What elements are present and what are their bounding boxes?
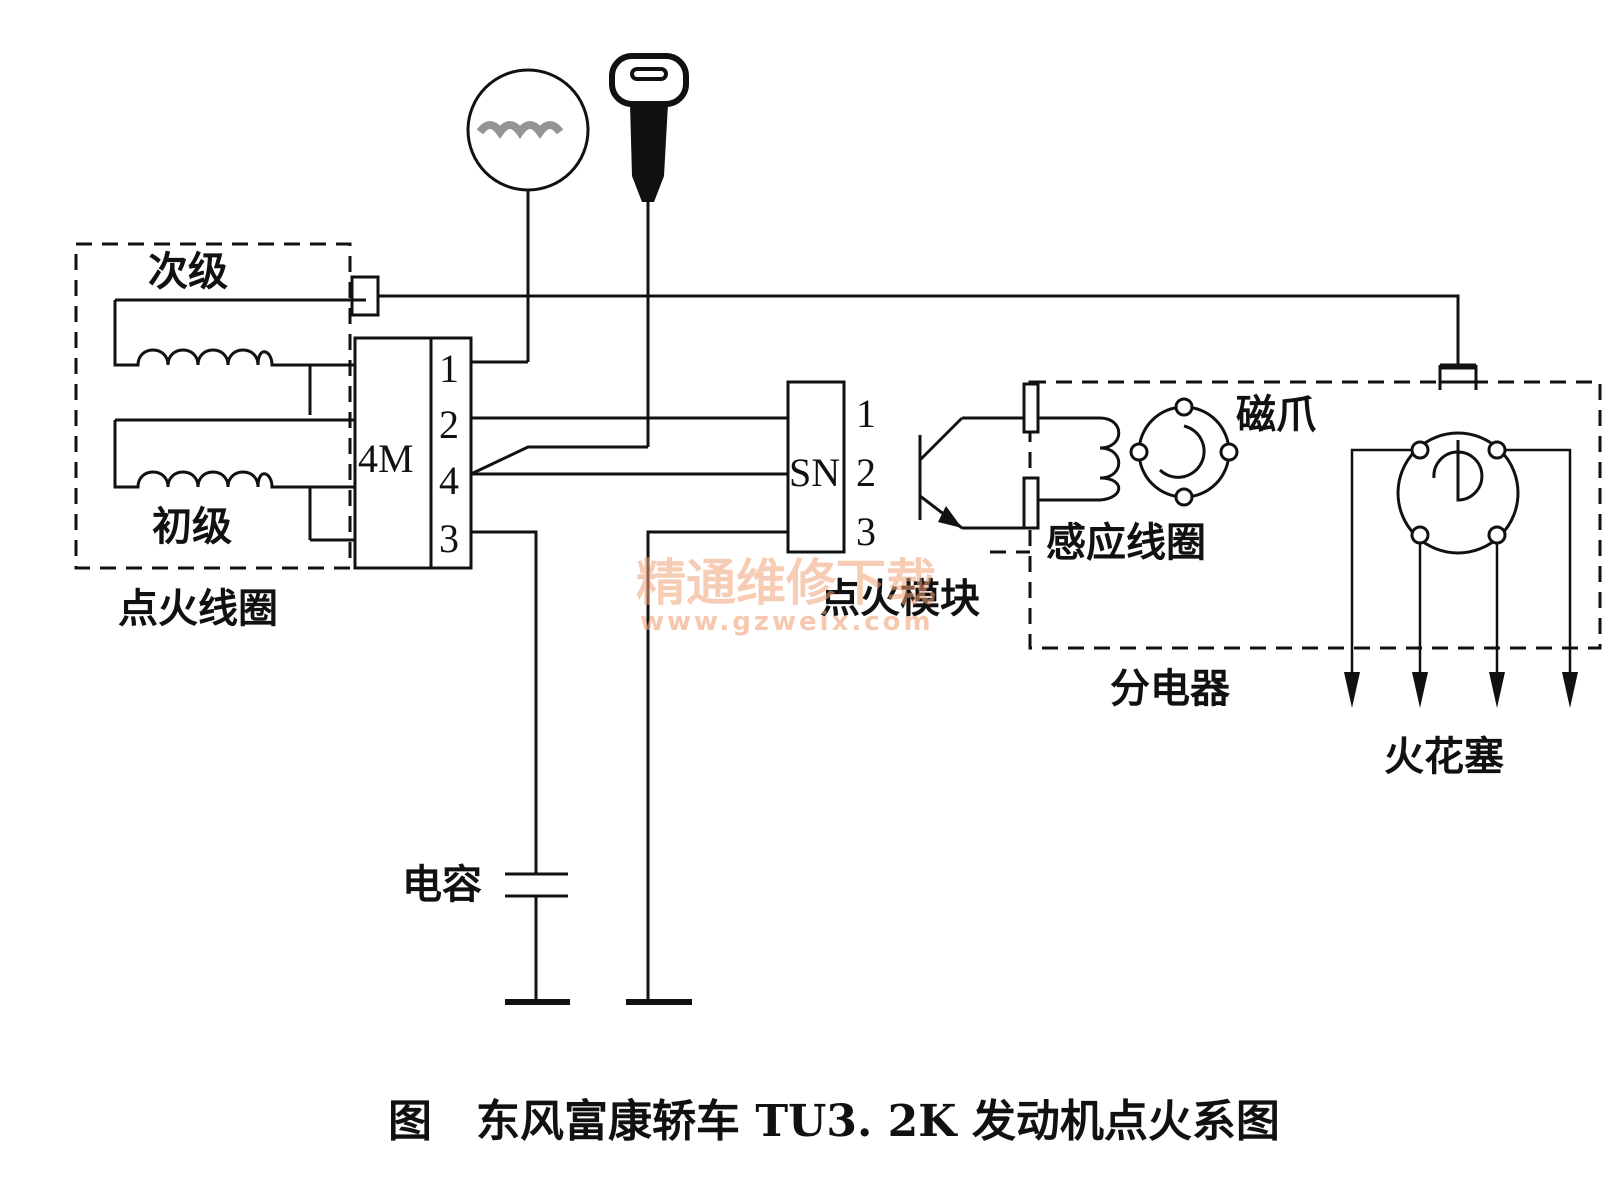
secondary-winding bbox=[113, 300, 312, 415]
wiring bbox=[378, 294, 1460, 1000]
coil-pin-2: 2 bbox=[439, 402, 459, 447]
watermark-text: 精通维修下载 bbox=[636, 554, 936, 612]
primary-label: 初级 bbox=[152, 503, 232, 550]
module-sn-label: SN bbox=[789, 450, 840, 495]
ignition-coil: 4M 1 2 4 3 次级 初级 点火线圈 bbox=[74, 242, 473, 632]
ignition-module: SN 1 2 3 点火模块 bbox=[786, 380, 1030, 622]
watermark: 精通维修下载 www.gzweix.com bbox=[636, 554, 936, 637]
primary-winding bbox=[113, 420, 312, 540]
coil-pin-4: 4 bbox=[439, 458, 459, 503]
spark-plug-leads bbox=[1344, 448, 1578, 708]
coil-pin-3: 3 bbox=[439, 516, 459, 561]
pickup-coil bbox=[1038, 416, 1121, 502]
coil-pin-block bbox=[429, 336, 473, 570]
module-pin-3: 3 bbox=[856, 509, 876, 554]
module-pin-1: 1 bbox=[856, 391, 876, 436]
ignition-coil-label: 点火线圈 bbox=[118, 585, 278, 632]
ignition-coil-housing bbox=[74, 242, 352, 570]
capacitor-label: 电容 bbox=[402, 861, 482, 908]
watermark-url: www.gzweix.com bbox=[640, 607, 934, 637]
transistor-symbol bbox=[918, 416, 964, 530]
distributor: 磁爪 感应线圈 分电器 火花塞 bbox=[1022, 363, 1602, 780]
module-sn-block bbox=[786, 380, 846, 554]
coil-4m-label: 4M bbox=[358, 436, 414, 481]
distributor-cap bbox=[1396, 431, 1520, 555]
ignition-key-icon bbox=[609, 53, 689, 447]
hv-terminal bbox=[350, 275, 380, 317]
module-pin-2: 2 bbox=[856, 450, 876, 495]
magnet-rotor bbox=[1129, 397, 1239, 507]
distributor-label: 分电器 bbox=[1110, 665, 1231, 712]
spark-plug-label: 火花塞 bbox=[1384, 733, 1504, 780]
pickup-coil-label: 感应线圈 bbox=[1046, 519, 1206, 566]
coil-pin-1: 1 bbox=[439, 346, 459, 391]
figure-caption: 图 东风富康轿车 TU3. 2K 发动机点火系图 bbox=[388, 1096, 1280, 1147]
distributor-housing bbox=[1028, 380, 1602, 650]
tachometer bbox=[466, 68, 590, 364]
ignition-module-label: 点火模块 bbox=[820, 575, 980, 622]
capacitor: 电容 bbox=[402, 861, 568, 1000]
magnet-label: 磁爪 bbox=[1236, 391, 1316, 438]
secondary-label: 次级 bbox=[148, 248, 228, 295]
